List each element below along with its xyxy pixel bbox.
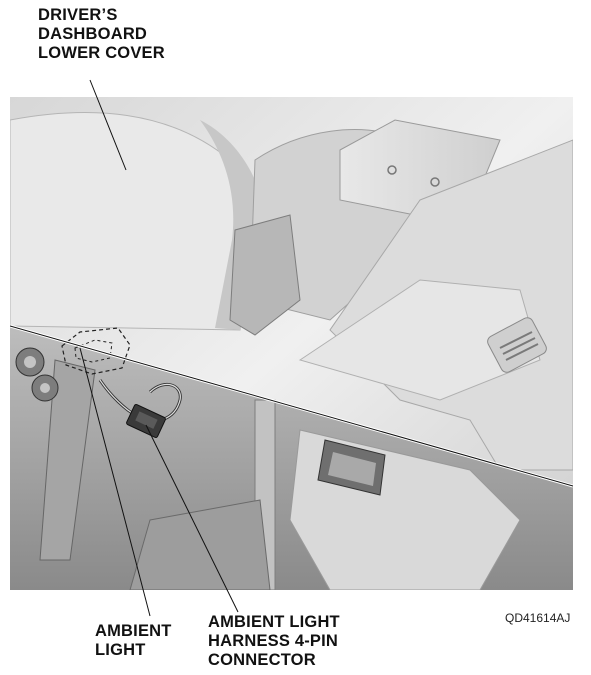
cover-label-line-3: LOWER COVER [38, 44, 165, 62]
cover-label: DRIVER’S DASHBOARD LOWER COVER [38, 6, 165, 63]
harness-connector-label-line-3: CONNECTOR [208, 651, 316, 669]
bolt-icon [40, 383, 50, 393]
ambient-light-label-line-2: LIGHT [95, 641, 146, 659]
diagnostic-connector [317, 439, 386, 496]
cover-label-line-2: DASHBOARD [38, 25, 148, 43]
cover-label-line-1: DRIVER’S [38, 6, 118, 24]
ambient-light-label: AMBIENT LIGHT [95, 622, 172, 660]
screw-icon [430, 177, 440, 187]
harness-connector-label-line-1: AMBIENT LIGHT [208, 613, 340, 631]
ambient-light-label-line-1: AMBIENT [95, 622, 172, 640]
ambient-light-dashed-outline [61, 327, 131, 375]
column-bracket [229, 214, 301, 336]
harness-connector-icon [126, 404, 166, 438]
leader-line-ambient-light [79, 347, 151, 617]
support-rod [39, 359, 96, 561]
leader-line-cover [89, 79, 127, 171]
screw-icon [387, 165, 397, 175]
vent-grille [487, 317, 547, 373]
harness-connector-label: AMBIENT LIGHT HARNESS 4-PIN CONNECTOR [208, 613, 340, 670]
section-cut-line-edge [10, 325, 573, 487]
figure-code: QD41614AJ [505, 611, 571, 625]
bolt-icon [24, 356, 36, 368]
harness-connector-label-line-2: HARNESS 4-PIN [208, 632, 339, 650]
leader-line-harness [145, 424, 239, 613]
